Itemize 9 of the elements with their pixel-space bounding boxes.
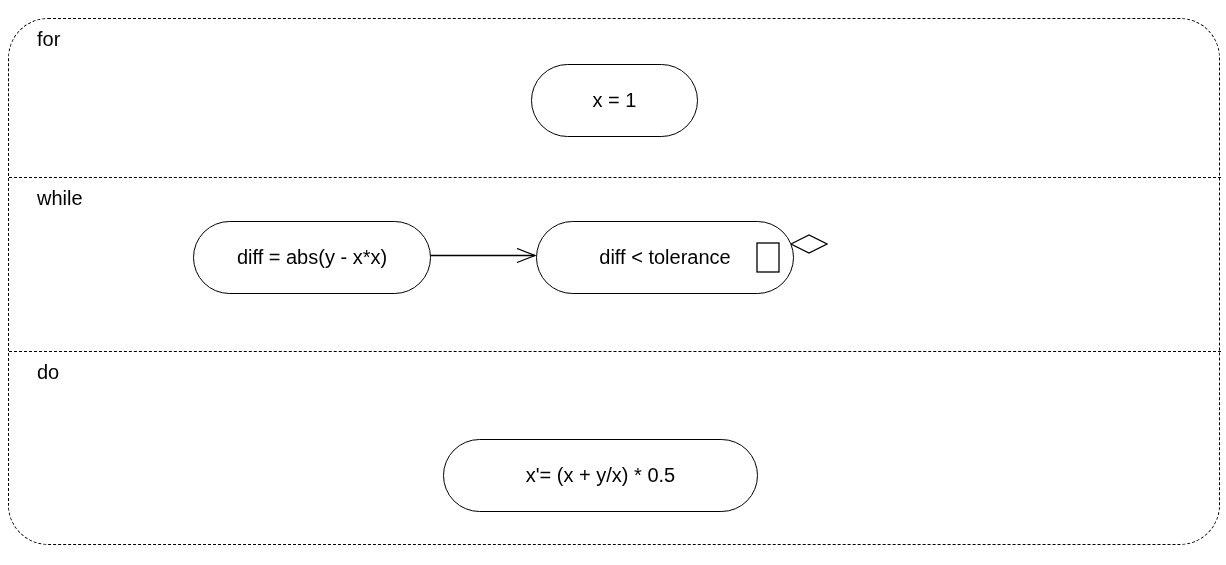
section-label: for — [37, 27, 61, 51]
section-label: while — [37, 186, 83, 210]
action-node: diff = abs(y - x*x) — [193, 221, 431, 294]
section-label: do — [37, 360, 60, 384]
loop-region — [8, 18, 1220, 545]
arrow — [429, 247, 536, 264]
action-node: diff < tolerance — [536, 221, 794, 294]
action-node: x = 1 — [531, 64, 698, 137]
action-node: x'= (x + y/x) * 0.5 — [443, 439, 758, 512]
